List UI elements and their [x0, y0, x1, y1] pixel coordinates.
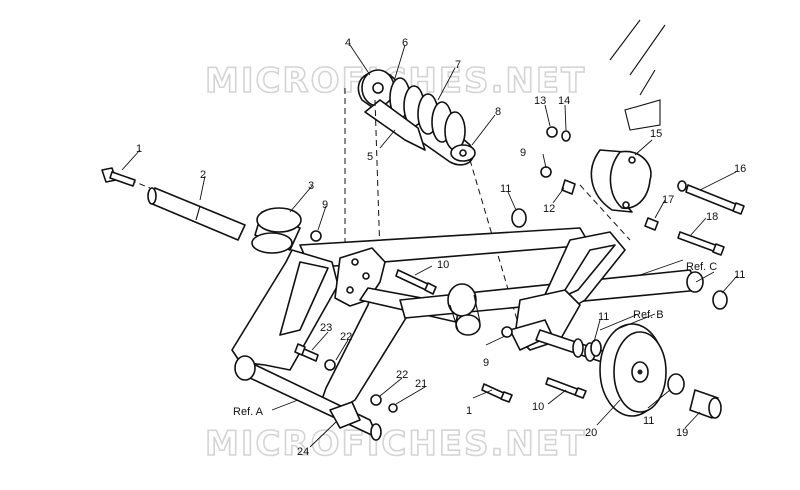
spacer-19 — [689, 389, 722, 419]
callout-8: 8 — [495, 106, 501, 118]
callout-13: 13 — [534, 95, 546, 107]
leader-lines — [121, 44, 738, 448]
callout-19: 19 — [676, 427, 688, 439]
ref-b-label: Ref. B — [633, 309, 664, 321]
washer-22-left — [324, 359, 336, 371]
ref-a-label: Ref. A — [233, 406, 264, 418]
reference-labels: Ref. A Ref. B Ref. C — [233, 261, 717, 418]
bolt-23 — [294, 343, 319, 362]
callout-labels: 1 2 3 4 5 6 7 8 9 9 9 10 10 11 11 11 11 … — [136, 37, 746, 458]
plate-24 — [329, 401, 361, 429]
callout-11-c: 11 — [643, 415, 654, 427]
callout-20: 20 — [585, 427, 597, 439]
callout-17: 17 — [662, 194, 674, 206]
callout-21: 21 — [415, 378, 427, 390]
nut-13 — [546, 126, 558, 138]
callout-15: 15 — [650, 128, 662, 140]
nut-21 — [388, 403, 398, 413]
callout-6: 6 — [402, 37, 408, 49]
nut-9-top — [540, 166, 552, 178]
nut-9-lower — [501, 326, 513, 338]
callout-24: 24 — [297, 446, 309, 458]
spacer-17 — [644, 217, 659, 231]
watermark-bottom: MICROFICHES.NET — [205, 424, 586, 464]
shock-absorber — [357, 69, 476, 166]
callout-11-a: 11 — [500, 183, 511, 195]
callout-22-left: 22 — [340, 331, 352, 343]
callout-4: 4 — [345, 37, 351, 49]
callout-10-lower: 10 — [532, 401, 544, 413]
align-line-2 — [374, 99, 381, 256]
spacer-12 — [561, 179, 576, 195]
callout-10-upper: 10 — [437, 259, 449, 271]
washer-14 — [561, 130, 571, 142]
washer-11-d — [590, 339, 602, 357]
idler-wheel-20 — [599, 323, 667, 417]
callout-18: 18 — [706, 211, 718, 223]
callout-9-left: 9 — [322, 199, 328, 211]
washer-16 — [677, 180, 687, 192]
cross-bar-end — [234, 355, 256, 381]
bushing-center — [447, 283, 481, 336]
washer-11-b — [712, 290, 728, 310]
callout-9-top: 9 — [520, 147, 526, 159]
bolt-10-upper — [395, 269, 437, 295]
washer-11-c — [667, 373, 685, 395]
callout-7: 7 — [455, 59, 461, 71]
bolt-16 — [685, 184, 745, 215]
washer-22-right — [370, 394, 382, 406]
washer-11-a — [511, 208, 527, 228]
ref-c-label: Ref. C — [686, 261, 717, 273]
align-line-5 — [579, 184, 631, 241]
bushing-3 — [251, 207, 302, 254]
callout-12: 12 — [543, 203, 555, 215]
callout-14: 14 — [558, 95, 570, 107]
bracket-15 — [590, 149, 652, 213]
background-strut — [609, 19, 666, 131]
bolt-1-top — [101, 167, 136, 187]
callout-23: 23 — [320, 322, 332, 334]
callout-9-lower: 9 — [483, 357, 489, 369]
callout-1-top: 1 — [136, 143, 142, 155]
callout-1-bottom: 1 — [466, 405, 472, 417]
callout-3: 3 — [308, 180, 314, 192]
callout-11-d: 11 — [598, 311, 609, 323]
callout-16: 16 — [734, 163, 746, 175]
callout-22-right: 22 — [396, 369, 408, 381]
nut-9-left — [310, 230, 322, 242]
bolt-1-bottom — [481, 383, 513, 403]
bolt-18 — [677, 231, 725, 256]
bolt-10-lower — [545, 377, 587, 399]
callout-11-b: 11 — [734, 269, 745, 281]
callout-2: 2 — [200, 169, 206, 181]
callout-5: 5 — [367, 151, 373, 163]
shaft-2 — [147, 187, 246, 241]
